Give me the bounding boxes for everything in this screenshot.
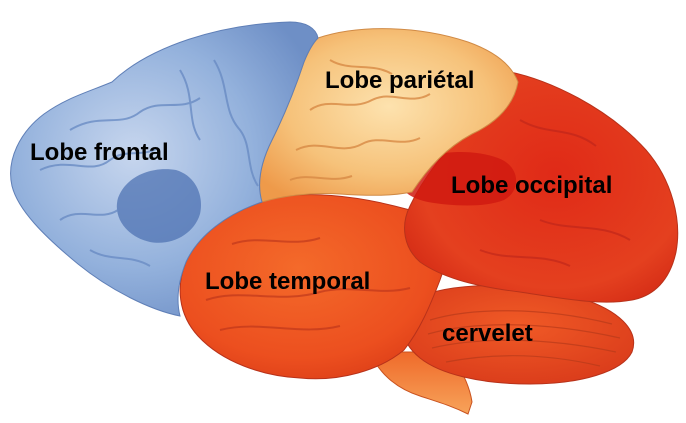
label-temporal-lobe: Lobe temporal: [205, 268, 370, 296]
label-parietal-lobe: Lobe pariétal: [325, 67, 474, 95]
label-occipital-lobe: Lobe occipital: [451, 172, 612, 200]
label-frontal-lobe: Lobe frontal: [30, 139, 169, 167]
label-cerebellum: cervelet: [442, 320, 533, 348]
